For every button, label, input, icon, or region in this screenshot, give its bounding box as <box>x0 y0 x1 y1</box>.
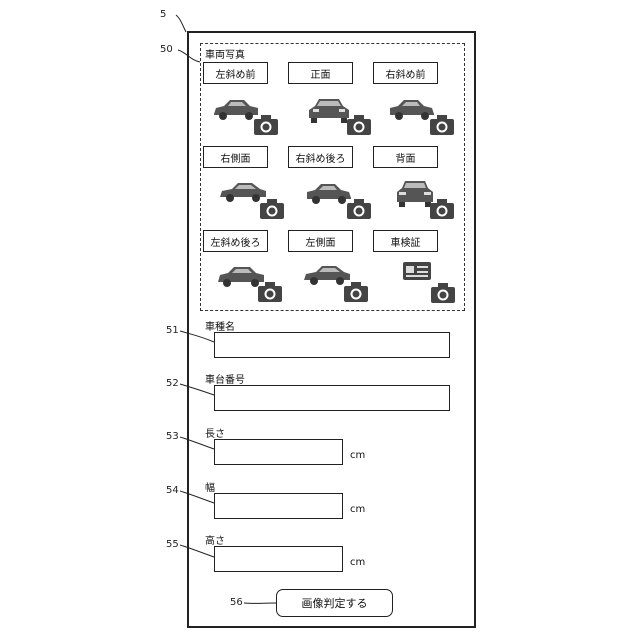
camera-icon <box>257 281 283 303</box>
camera-icon <box>259 198 285 220</box>
model-name-input[interactable] <box>214 332 450 358</box>
camera-icon <box>346 114 372 136</box>
camera-icon <box>430 282 456 304</box>
width-input[interactable] <box>214 493 343 519</box>
camera-icon <box>343 281 369 303</box>
photo-button-left-side[interactable]: 左側面 <box>288 230 353 252</box>
photo-button-front[interactable]: 正面 <box>288 62 353 84</box>
ref-device: 5 <box>160 9 166 20</box>
photo-button-right-side[interactable]: 右側面 <box>203 146 268 168</box>
vehicle-inspection-card-icon <box>402 261 432 281</box>
width-label: 幅 <box>205 479 215 494</box>
height-label: 高さ <box>205 532 225 547</box>
ref-length: 53 <box>166 431 179 442</box>
model-name-label: 車種名 <box>205 318 235 333</box>
ref-width: 54 <box>166 485 179 496</box>
length-input[interactable] <box>214 439 343 465</box>
photo-button-vehicle-inspection-certificate[interactable]: 車検証 <box>373 230 438 252</box>
camera-icon <box>346 198 372 220</box>
length-unit: cm <box>350 450 365 461</box>
photo-button-right-front-diagonal[interactable]: 右斜め前 <box>373 62 438 84</box>
photo-button-rear[interactable]: 背面 <box>373 146 438 168</box>
photo-button-left-front-diagonal[interactable]: 左斜め前 <box>203 62 268 84</box>
height-unit: cm <box>350 557 365 568</box>
photo-slot-rear[interactable] <box>392 174 462 220</box>
chassis-number-label: 車台番号 <box>205 371 245 386</box>
height-input[interactable] <box>214 546 343 572</box>
vehicle-photos-title: 車両写真 <box>205 46 245 61</box>
camera-icon <box>429 114 455 136</box>
ref-chassis: 52 <box>166 378 179 389</box>
photo-slot-vehicle-inspection-certificate[interactable] <box>398 259 468 305</box>
length-label: 長さ <box>205 425 225 440</box>
chassis-number-input[interactable] <box>214 385 450 411</box>
photo-slot-left-front-diagonal[interactable] <box>210 92 280 138</box>
camera-icon <box>253 114 279 136</box>
photo-slot-left-rear-diagonal[interactable] <box>214 259 284 305</box>
image-judgment-button[interactable]: 画像判定する <box>276 589 393 617</box>
camera-icon <box>429 198 455 220</box>
photo-slot-right-rear-diagonal[interactable] <box>303 176 373 222</box>
width-unit: cm <box>350 504 365 515</box>
photo-slot-right-front-diagonal[interactable] <box>386 92 456 138</box>
ref-photos: 50 <box>160 44 173 55</box>
photo-slot-front[interactable] <box>303 92 373 138</box>
photo-slot-left-side[interactable] <box>300 259 370 305</box>
photo-button-left-rear-diagonal[interactable]: 左斜め後ろ <box>203 230 268 252</box>
photo-button-right-rear-diagonal[interactable]: 右斜め後ろ <box>288 146 353 168</box>
photo-slot-right-side[interactable] <box>216 176 286 222</box>
ref-height: 55 <box>166 539 179 550</box>
ref-model: 51 <box>166 325 179 336</box>
